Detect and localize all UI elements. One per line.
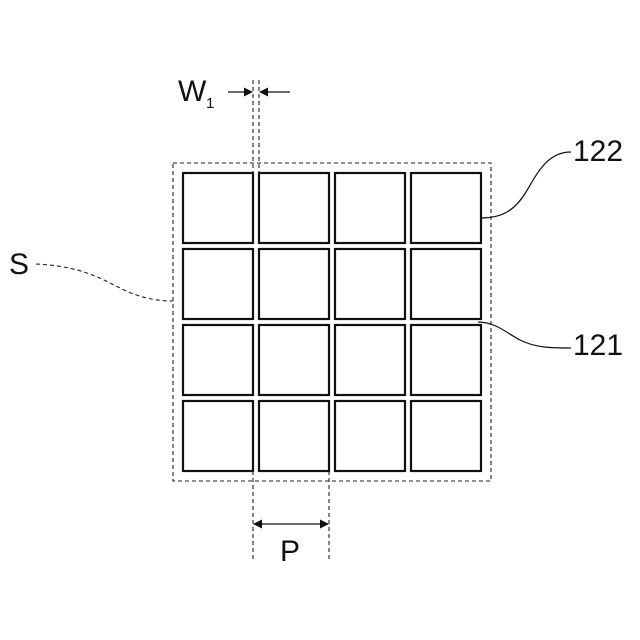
cell-r3-c1 — [183, 325, 253, 395]
p-label: P — [280, 535, 300, 568]
cell-r1-c3 — [335, 173, 405, 243]
cell-r2-c4 — [411, 249, 481, 319]
ref-122-label: 122 — [573, 135, 623, 168]
cell-r3-c4 — [411, 325, 481, 395]
cell-r1-c1 — [183, 173, 253, 243]
w1-label: W — [178, 75, 207, 108]
cell-r4-c1 — [183, 401, 253, 471]
cell-r3-c3 — [335, 325, 405, 395]
ref-121-label: 121 — [573, 329, 623, 362]
w1-subscript: 1 — [206, 95, 214, 112]
ref-121-leader — [478, 322, 571, 348]
cell-r1-c2 — [259, 173, 329, 243]
cell-r2-c3 — [335, 249, 405, 319]
cell-grid — [183, 173, 481, 471]
ref-122-leader — [481, 152, 571, 218]
cell-r3-c2 — [259, 325, 329, 395]
s-label: S — [9, 248, 29, 281]
cell-r2-c2 — [259, 249, 329, 319]
cell-r2-c1 — [183, 249, 253, 319]
cell-r4-c4 — [411, 401, 481, 471]
cell-r4-c3 — [335, 401, 405, 471]
cell-r4-c2 — [259, 401, 329, 471]
s-leader — [36, 264, 173, 301]
cell-r1-c4 — [411, 173, 481, 243]
